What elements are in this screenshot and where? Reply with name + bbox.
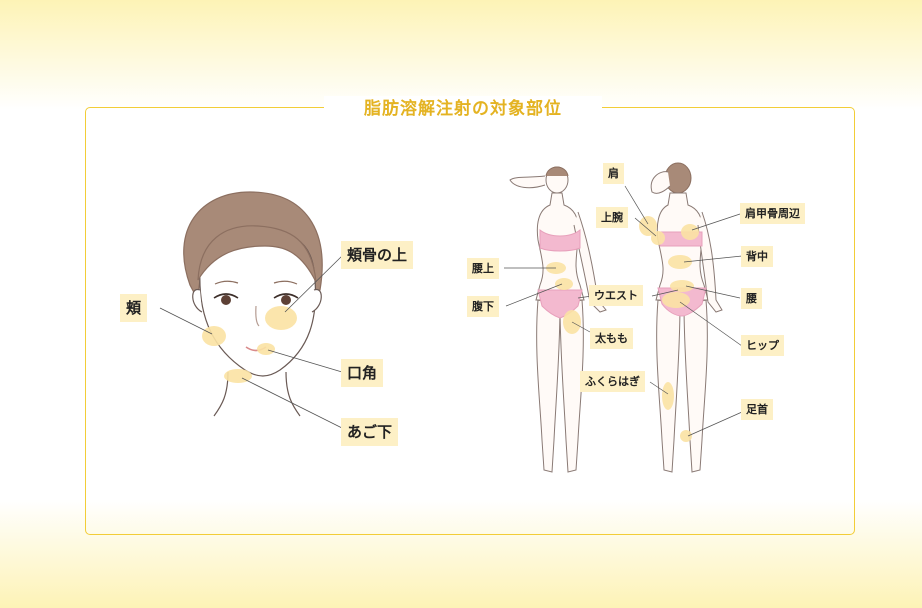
label-lower-back: 腰	[741, 288, 762, 309]
label-upper-arm: 上腕	[596, 207, 628, 228]
body-front-illustration	[509, 166, 607, 473]
label-mid-back: 背中	[741, 246, 773, 267]
face-target-spots	[202, 306, 297, 383]
diagram-title: 脂肪溶解注射の対象部位	[324, 96, 602, 122]
label-waist: ウエスト	[589, 285, 643, 306]
label-mouth-corner: 口角	[341, 359, 384, 387]
label-lower-belly: 腹下	[467, 296, 499, 317]
label-scapula-area: 肩甲骨周辺	[740, 203, 805, 224]
label-thigh: 太もも	[590, 328, 633, 349]
label-ankle: 足首	[741, 399, 773, 420]
face-illustration	[183, 191, 323, 417]
label-cheekbone-top: 頬骨の上	[341, 241, 414, 269]
label-upper-waist: 腰上	[467, 258, 499, 279]
label-calf: ふくらはぎ	[580, 371, 645, 392]
label-cheek: 頬	[120, 294, 148, 322]
face-leader-lines	[159, 255, 343, 429]
label-under-chin: あご下	[341, 418, 399, 446]
label-hip: ヒップ	[741, 335, 784, 356]
label-shoulder: 肩	[603, 163, 624, 184]
body-leader-lines	[504, 185, 743, 437]
